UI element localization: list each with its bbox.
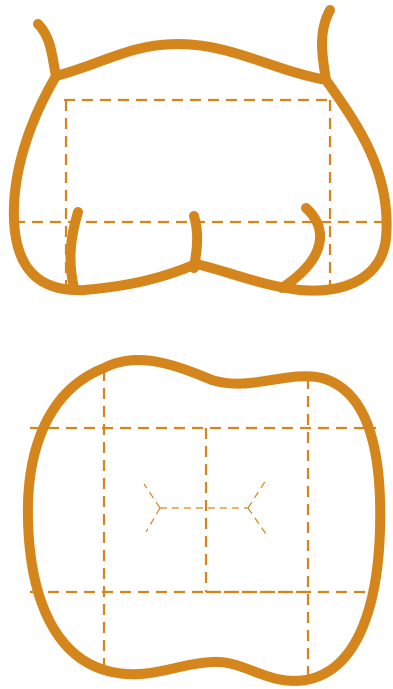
tooth-occlusal-view [28,360,380,682]
root-right [282,208,320,288]
root-middle [194,216,197,268]
tooth-side-view [14,10,390,292]
fissure-right-lower [248,508,266,534]
fissure-left-upper [144,484,160,508]
occlusal-outline [28,360,380,681]
root-left [71,212,78,288]
fissure-right-upper [248,480,266,508]
fissure-left-lower [146,508,160,532]
